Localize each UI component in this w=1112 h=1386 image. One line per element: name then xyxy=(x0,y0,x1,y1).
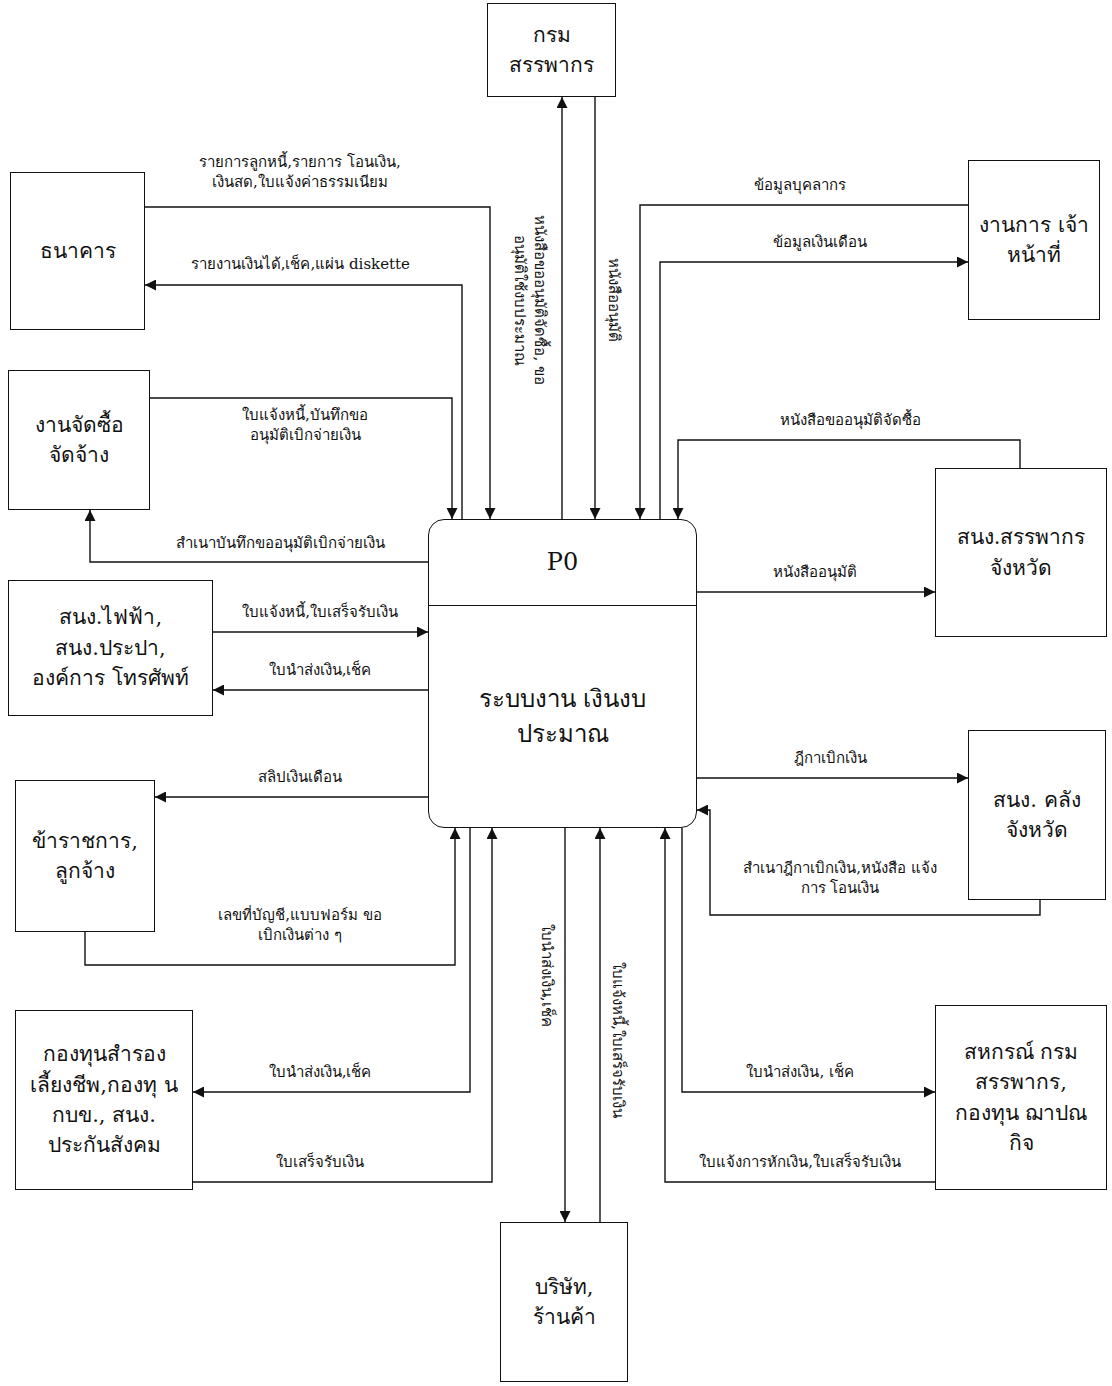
entity-name: ธนาคาร xyxy=(40,236,116,266)
data-flow-arrow xyxy=(90,510,428,562)
data-flow-arrow xyxy=(193,828,470,1092)
flow-label: ข้อมูลบุคลากร xyxy=(751,175,849,195)
data-flow-arrow xyxy=(213,689,428,690)
data-flow-arrow xyxy=(640,205,968,519)
entity-name: กองทุนสำรอง เลี้ยงชีพ,กองทุ น กบข., สนง.… xyxy=(24,1039,184,1161)
external-entity-box: งานจัดซื้อ จัดจ้าง xyxy=(8,370,150,510)
entity-name: กรม สรรพากร xyxy=(502,20,602,81)
data-flow-arrow xyxy=(599,828,600,1222)
external-entity-box: สนง.สรรพากร จังหวัด xyxy=(935,468,1107,637)
external-entity-box: สนง.ไฟฟ้า, สนง.ประปา, องค์การ โทรศัพท์ xyxy=(8,580,213,716)
flow-label: ข้อมูลเงินเดือน xyxy=(770,232,870,252)
flow-label: ใบนำส่งเงิน,เช็ค xyxy=(536,921,556,1030)
entity-name: สนง. คลังจังหวัด xyxy=(975,785,1100,846)
data-flow-arrow xyxy=(697,777,968,778)
external-entity-box: งานการ เจ้าหน้าที่ xyxy=(968,160,1100,320)
external-entity-box: กรม สรรพากร xyxy=(487,3,616,97)
data-flow-arrow xyxy=(564,828,565,1222)
entity-name: ข้าราชการ, ลูกจ้าง xyxy=(25,826,145,887)
process-name: ระบบงาน เงินงบประมาณ xyxy=(458,682,668,752)
entity-name: งานการ เจ้าหน้าที่ xyxy=(974,210,1094,271)
flow-label: รายการลูกหนี้,รายการ โอนเงิน, เงินสด,ใบแ… xyxy=(193,152,408,193)
data-flow-arrow xyxy=(660,262,968,519)
entity-name: สนง.ไฟฟ้า, สนง.ประปา, องค์การ โทรศัพท์ xyxy=(18,602,203,693)
flow-label: หนังสืออนุมัติ xyxy=(604,255,624,345)
entity-name: บริษัท, ร้านค้า xyxy=(514,1272,614,1333)
flow-label: ใบแจ้งหนี้,ใบเสร็จรับเงิน xyxy=(239,602,401,622)
flow-label: ใบนำส่งเงิน,เช็ค xyxy=(266,660,375,680)
entity-name: สหกรณ์ กรมสรรพากร, กองทุน ฌาปณกิจ xyxy=(946,1037,1096,1159)
process-body: ระบบงาน เงินงบประมาณ xyxy=(429,606,696,827)
flow-label: ฎีกาเบิกเงิน xyxy=(791,748,870,768)
data-flow-arrow xyxy=(145,285,462,519)
flow-label: ใบเสร็จรับเงิน xyxy=(273,1152,367,1172)
external-entity-box: กองทุนสำรอง เลี้ยงชีพ,กองทุ น กบข., สนง.… xyxy=(15,1010,193,1190)
flow-label: เลขที่บัญชี,แบบฟอร์ม ขอเบิกเงินต่าง ๆ xyxy=(213,905,388,946)
flow-label: สำเนาบันทึกขออนุมัติเบิกจ่ายเงิน xyxy=(173,533,388,553)
data-flow-arrow xyxy=(150,398,452,519)
flow-label: ใบนำส่งเงิน,เช็ค xyxy=(266,1062,375,1082)
flow-label: สลิปเงินเดือน xyxy=(255,767,345,787)
process-id-band: P0 xyxy=(429,520,696,606)
external-entity-box: สหกรณ์ กรมสรรพากร, กองทุน ฌาปณกิจ xyxy=(935,1005,1107,1190)
data-flow-arrow xyxy=(155,796,428,797)
flow-label: หนังสือขออนุมัติจัดซื้อ xyxy=(777,410,924,430)
process-box: P0 ระบบงาน เงินงบประมาณ xyxy=(428,519,697,828)
data-flow-arrow xyxy=(193,828,492,1182)
flow-label: ใบนำส่งเงิน, เช็ค xyxy=(743,1062,857,1082)
data-flow-arrow xyxy=(697,591,935,592)
external-entity-box: ข้าราชการ, ลูกจ้าง xyxy=(15,780,155,932)
external-entity-box: ธนาคาร xyxy=(10,172,145,330)
data-flow-arrow xyxy=(213,631,428,632)
flow-label: สำเนาฎีกาเบิกเงิน,หนังสือ แจ้งการ โอนเงิ… xyxy=(730,858,950,899)
flow-label: ใบแจ้งการหักเงิน,ใบเสร็จรับเงิน xyxy=(696,1152,904,1172)
flow-label: หนังสือขออนุมัติจัดซื้อ, ขออนุมัติใช้งบป… xyxy=(510,200,551,400)
flow-label: หนังสืออนุมัติ xyxy=(770,562,860,582)
flow-label: ใบแจ้งหนี้,บันทึกขอ อนุมัติเบิกจ่ายเงิน xyxy=(218,405,393,446)
flow-label: ใบแจ้งหนี้,ใบเสร็จรับเงิน xyxy=(608,959,628,1121)
external-entity-box: สนง. คลังจังหวัด xyxy=(968,730,1106,900)
data-flow-arrow xyxy=(561,97,562,519)
process-id: P0 xyxy=(547,545,578,580)
external-entity-box: บริษัท, ร้านค้า xyxy=(500,1222,628,1382)
entity-name: สนง.สรรพากร จังหวัด xyxy=(946,522,1096,583)
data-flow-arrow xyxy=(145,207,490,519)
entity-name: งานจัดซื้อ จัดจ้าง xyxy=(24,410,134,471)
flow-label: รายงานเงินได้,เช็ค,แผ่น diskette xyxy=(187,254,413,274)
data-flow-arrow xyxy=(594,97,595,519)
